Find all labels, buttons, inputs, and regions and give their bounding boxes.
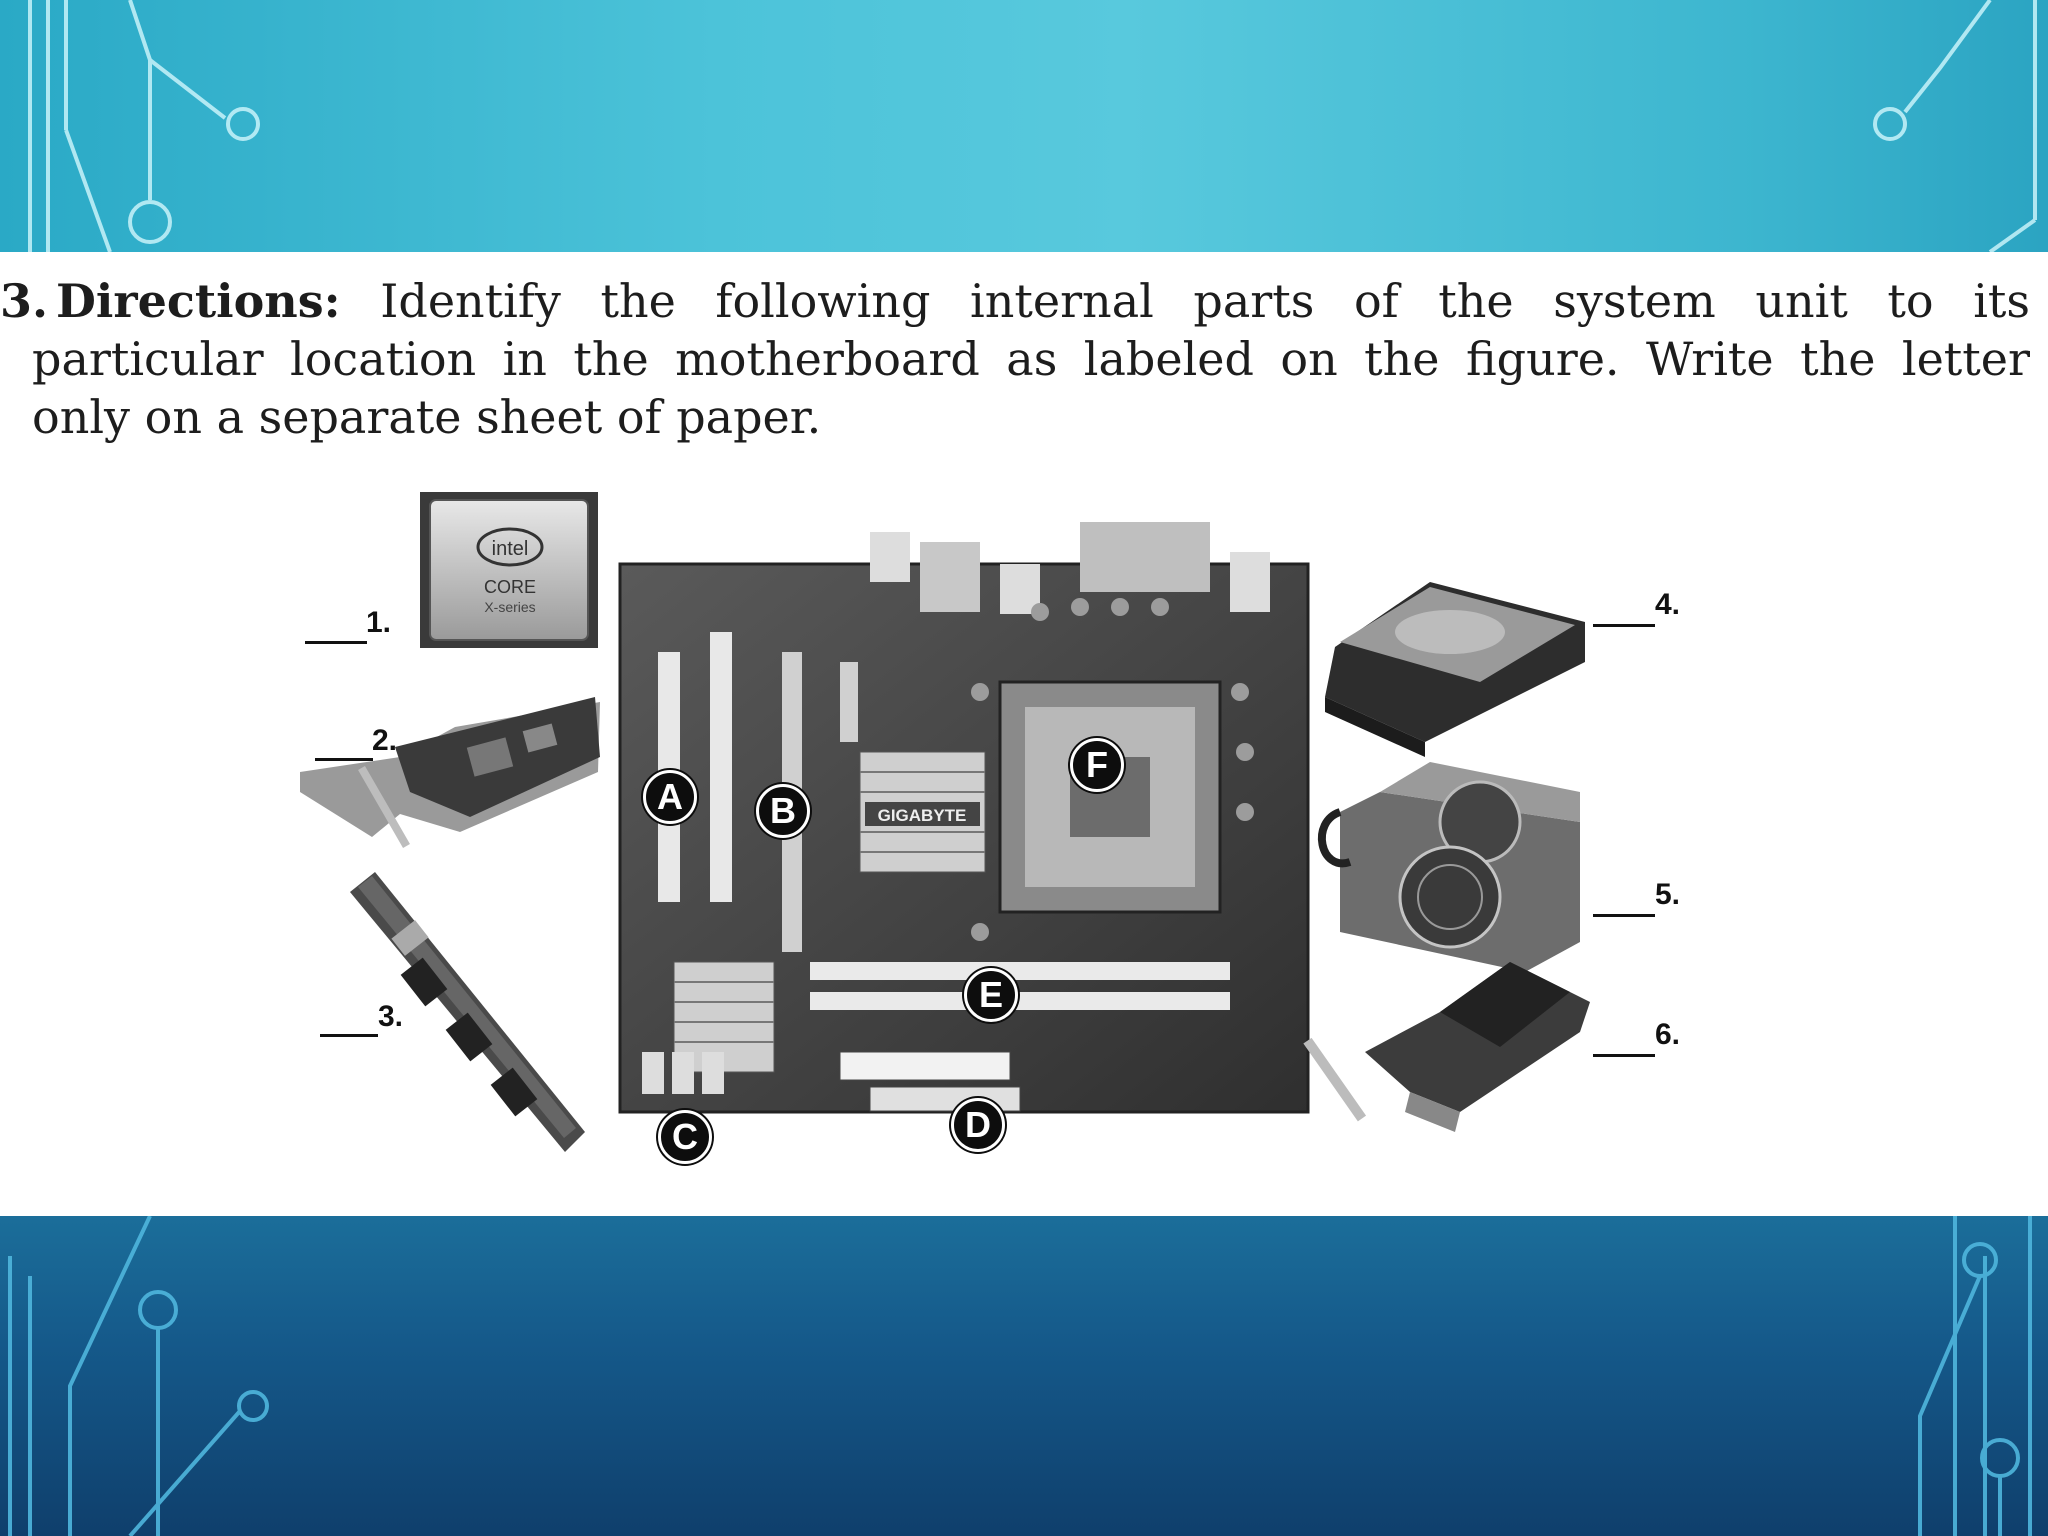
- item-label-3: 3.: [378, 1000, 404, 1033]
- item-label-1: 1.: [366, 606, 392, 639]
- bottom-decorative-band: [0, 1216, 2048, 1536]
- motherboard-figure: intel CORE X-series: [280, 492, 1720, 1192]
- cpu-chip-image: intel CORE X-series: [420, 492, 598, 648]
- answer-blank-1: [305, 641, 367, 644]
- answer-blank-4: [1593, 624, 1655, 627]
- item-label-6: 6.: [1655, 1018, 1681, 1051]
- svg-text:intel: intel: [492, 538, 529, 560]
- answer-blank-6: [1593, 1054, 1655, 1057]
- location-badge-f: F: [1070, 738, 1124, 792]
- directions-heading: Directions:: [56, 274, 341, 328]
- item-label-2: 2.: [372, 724, 398, 757]
- directions-line-1: 3.Directions: Identify the following int…: [0, 272, 2030, 330]
- svg-text:X-series: X-series: [484, 599, 535, 615]
- circuit-decoration-bottom: [8, 1216, 2032, 1536]
- motherboard-image: GIGABYTE: [618, 522, 1310, 1114]
- ram-module-image: [350, 872, 585, 1152]
- power-supply-image: [1318, 762, 1580, 972]
- directions-line-2: particular location in the motherboard a…: [32, 332, 2030, 386]
- sound-card-image: [300, 697, 600, 848]
- question-number: 3.: [0, 274, 49, 328]
- content-area: 3.Directions: Identify the following int…: [0, 252, 2048, 1216]
- item-label-5: 5.: [1655, 878, 1681, 911]
- answer-blank-3: [320, 1034, 378, 1037]
- top-decorative-band: [0, 0, 2048, 252]
- figure-illustration: intel CORE X-series: [300, 492, 1590, 1152]
- svg-text:GIGABYTE: GIGABYTE: [878, 806, 967, 825]
- circuit-decoration-top: [28, 0, 2037, 252]
- location-badge-d: D: [951, 1098, 1005, 1152]
- directions-line-3: only on a separate sheet of paper.: [32, 390, 822, 444]
- svg-text:CORE: CORE: [484, 577, 536, 597]
- location-badge-a: A: [643, 770, 697, 824]
- location-badge-b: B: [756, 784, 810, 838]
- answer-blank-2: [315, 758, 373, 761]
- directions-text-1: Identify the following internal parts of…: [380, 274, 2030, 328]
- item-label-4: 4.: [1655, 588, 1681, 621]
- hard-drive-image: [1325, 582, 1585, 757]
- location-badge-c: C: [658, 1110, 712, 1164]
- answer-blank-5: [1593, 914, 1655, 917]
- video-card-image: [1303, 962, 1590, 1132]
- directions-paragraph: 3.Directions: Identify the following int…: [0, 272, 2030, 446]
- location-badge-e: E: [964, 968, 1018, 1022]
